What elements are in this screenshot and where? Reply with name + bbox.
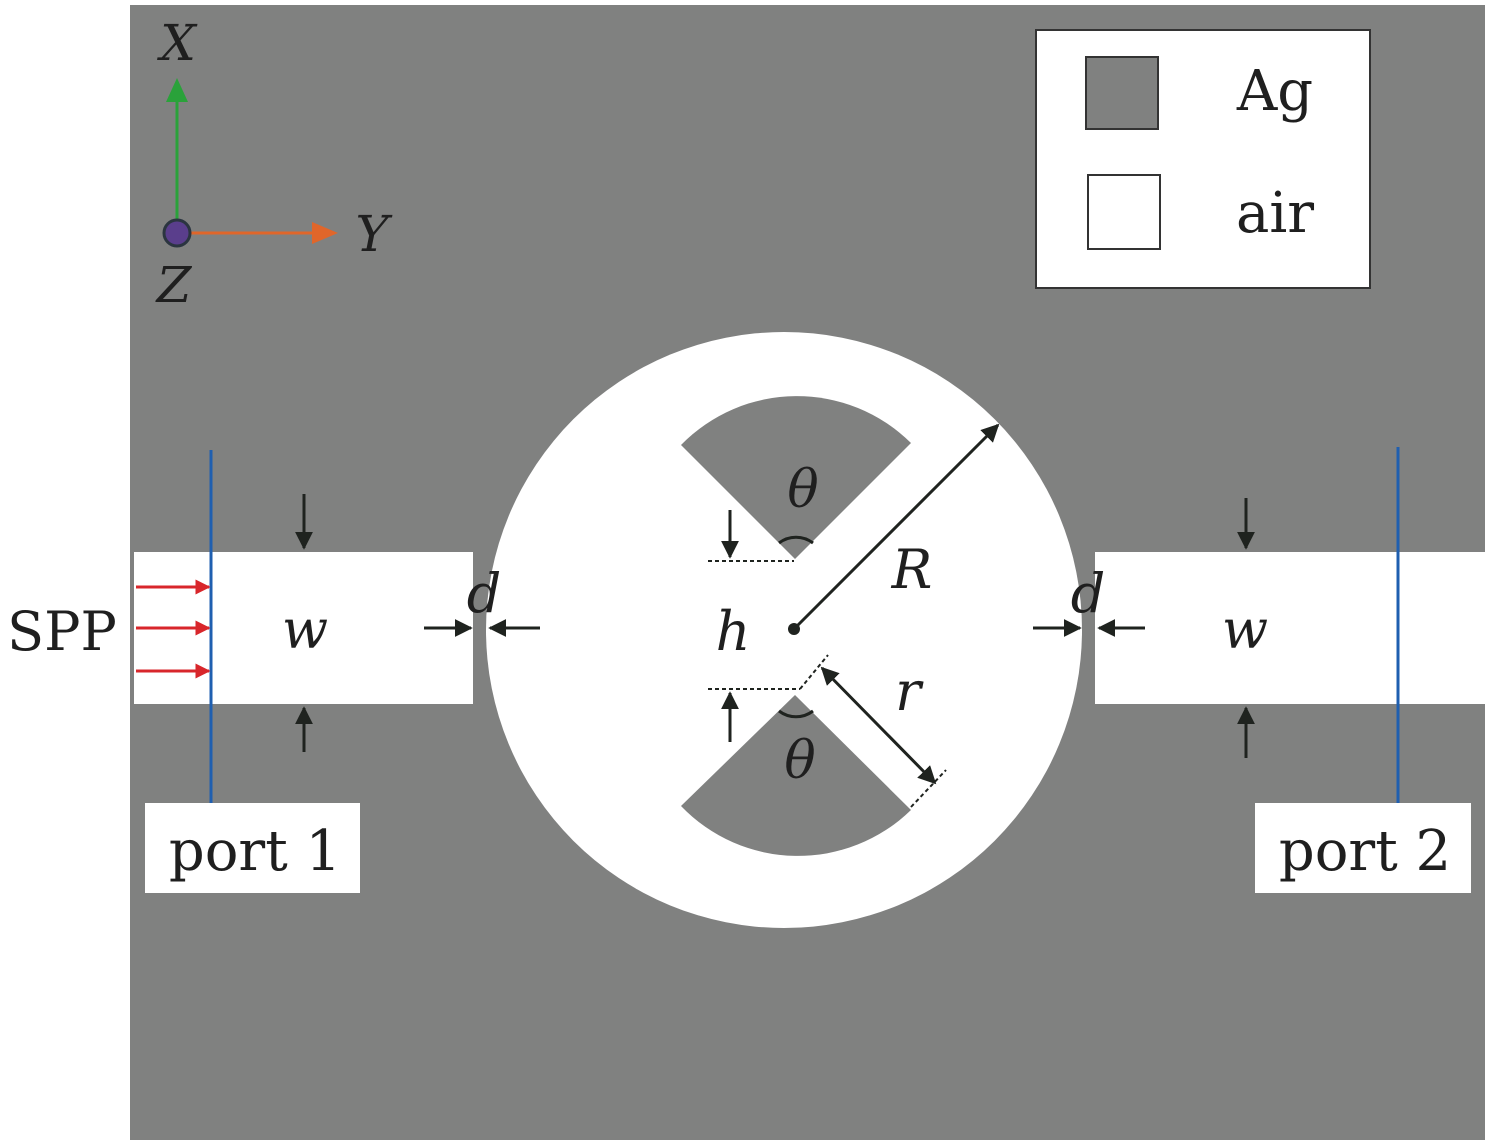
port-2-label: port 2 bbox=[1279, 819, 1451, 884]
port-2-label-box: port 2 bbox=[1255, 803, 1471, 893]
port-1-label: port 1 bbox=[169, 819, 341, 884]
x-axis-label: X bbox=[156, 14, 198, 72]
spp-source-label: SPP bbox=[7, 600, 117, 663]
z-axis-dot bbox=[162, 218, 192, 248]
legend: Ag air bbox=[1035, 29, 1371, 289]
legend-label-air: air bbox=[1236, 181, 1314, 246]
upper-angle-arc bbox=[778, 535, 814, 545]
offset-label: h bbox=[716, 600, 751, 663]
legend-swatch-ag bbox=[1085, 56, 1159, 130]
port-1-label-box: port 1 bbox=[145, 803, 360, 893]
width-label-left: w bbox=[282, 598, 328, 661]
legend-swatch-air bbox=[1087, 174, 1161, 250]
sector-radius-label: r bbox=[895, 660, 924, 723]
y-axis-arrowhead bbox=[312, 222, 338, 244]
upper-angle-label: θ bbox=[787, 460, 818, 520]
x-axis-arrowhead bbox=[166, 78, 188, 102]
lower-silver-sector bbox=[681, 695, 911, 856]
legend-label-ag: Ag bbox=[1236, 59, 1313, 124]
outer-radius-arrow bbox=[792, 423, 1000, 631]
gap-label-right: d bbox=[1071, 562, 1106, 625]
y-axis-label: Y bbox=[355, 205, 392, 263]
incident-spp-arrows bbox=[136, 579, 211, 679]
width-label-right: w bbox=[1222, 598, 1268, 661]
coordinate-axes: X Y Z bbox=[155, 14, 393, 314]
upper-silver-sector bbox=[681, 396, 911, 559]
output-waveguide bbox=[1095, 552, 1490, 704]
outer-radius-label: R bbox=[891, 538, 933, 601]
gap-label-left: d bbox=[467, 562, 502, 625]
sector-radius-dimension bbox=[799, 654, 947, 808]
lower-angle-label: θ bbox=[784, 731, 815, 791]
offset-dimension bbox=[708, 510, 800, 742]
z-axis-label: Z bbox=[155, 256, 193, 314]
lower-angle-arc bbox=[778, 709, 814, 719]
